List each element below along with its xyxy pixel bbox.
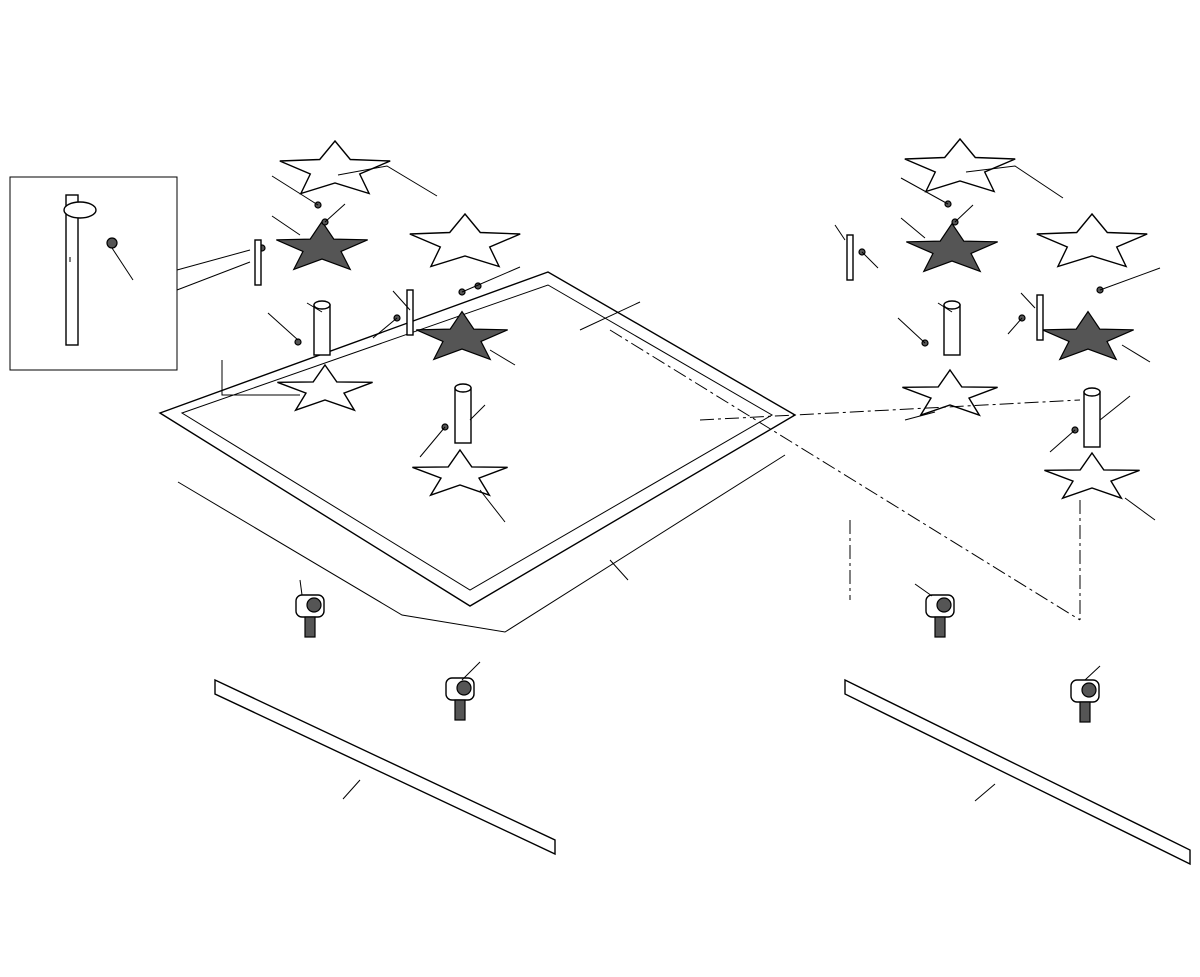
leader-line xyxy=(1007,317,1023,335)
burner-head xyxy=(416,310,508,361)
leader-line xyxy=(579,301,641,331)
tray-inner-edge xyxy=(180,284,773,591)
leader-line xyxy=(271,215,301,236)
burner-cap xyxy=(904,137,1016,193)
burner-tube xyxy=(1083,391,1101,448)
burner-cap xyxy=(1036,212,1148,268)
burner-base xyxy=(902,368,998,417)
leader-line xyxy=(609,559,629,581)
leader-line xyxy=(834,224,846,241)
leader-line xyxy=(914,583,933,597)
valve-port xyxy=(936,597,952,613)
leader-line xyxy=(1020,292,1036,309)
igniter-electrode xyxy=(1036,294,1044,341)
burner-head xyxy=(906,222,998,273)
igniter-electrode xyxy=(406,289,414,336)
leader-line xyxy=(1121,344,1151,363)
leader-line xyxy=(974,783,996,802)
leader-line xyxy=(489,349,516,366)
leader-line xyxy=(324,203,346,223)
cooktop-tray xyxy=(158,271,797,607)
leader-line xyxy=(392,290,411,311)
leader-line xyxy=(1049,429,1076,453)
leader-line xyxy=(461,661,481,681)
leader-line xyxy=(937,302,953,313)
igniter-flange xyxy=(63,201,97,219)
leader-line xyxy=(299,579,303,596)
leader-line xyxy=(1099,267,1161,291)
valve-port xyxy=(456,680,472,696)
leader-line xyxy=(1084,665,1101,681)
leader-line xyxy=(267,312,299,341)
leader-line xyxy=(221,360,300,396)
burner-head xyxy=(1042,310,1134,361)
leader-line xyxy=(306,302,323,313)
leader-line xyxy=(1124,497,1156,521)
burner-tube xyxy=(313,304,331,356)
leader-line xyxy=(900,177,949,205)
burner-base xyxy=(412,448,508,497)
leader-line xyxy=(479,489,506,523)
burner-tube xyxy=(943,304,961,356)
tube-top xyxy=(313,300,331,310)
leader-line xyxy=(900,217,926,239)
burner-base xyxy=(1044,451,1140,500)
detail-inset-box xyxy=(9,176,178,371)
leader-line xyxy=(372,317,398,339)
valve-stem xyxy=(1079,701,1091,723)
leader-line xyxy=(904,411,936,421)
leader-line xyxy=(176,261,251,291)
leader-line xyxy=(469,404,486,421)
screw xyxy=(294,338,302,346)
tube-top xyxy=(454,383,472,393)
leader-line xyxy=(965,165,1064,199)
burner-head xyxy=(276,220,368,271)
burner-cap xyxy=(409,212,521,268)
leader-line xyxy=(271,175,319,206)
igniter-electrode xyxy=(254,239,262,286)
leader-line xyxy=(342,779,361,800)
assembly-centerline xyxy=(609,329,1081,621)
leader-line xyxy=(419,426,446,458)
leader-line xyxy=(461,266,521,293)
burner-tube xyxy=(454,387,472,444)
mounting-rail xyxy=(214,678,556,856)
valve-stem xyxy=(454,699,466,721)
gasket xyxy=(177,454,786,633)
tube-top xyxy=(943,300,961,310)
valve-stem xyxy=(934,616,946,638)
igniter-electrode-detail xyxy=(65,194,79,346)
valve-port xyxy=(1081,682,1097,698)
igniter-electrode xyxy=(846,234,854,281)
leader-line xyxy=(1099,395,1131,421)
leader-line xyxy=(337,165,438,197)
burner-base xyxy=(277,363,373,412)
valve-stem xyxy=(304,616,316,638)
mounting-rail xyxy=(844,678,1191,866)
leader-line xyxy=(954,204,974,223)
valve-port xyxy=(306,597,322,613)
tube-top xyxy=(1083,387,1101,397)
burner-cap xyxy=(279,139,391,195)
screw-detail xyxy=(106,237,118,249)
leader-line xyxy=(111,247,134,281)
leader-line xyxy=(897,317,926,344)
leader-line xyxy=(861,251,879,269)
leader-line xyxy=(176,249,251,271)
